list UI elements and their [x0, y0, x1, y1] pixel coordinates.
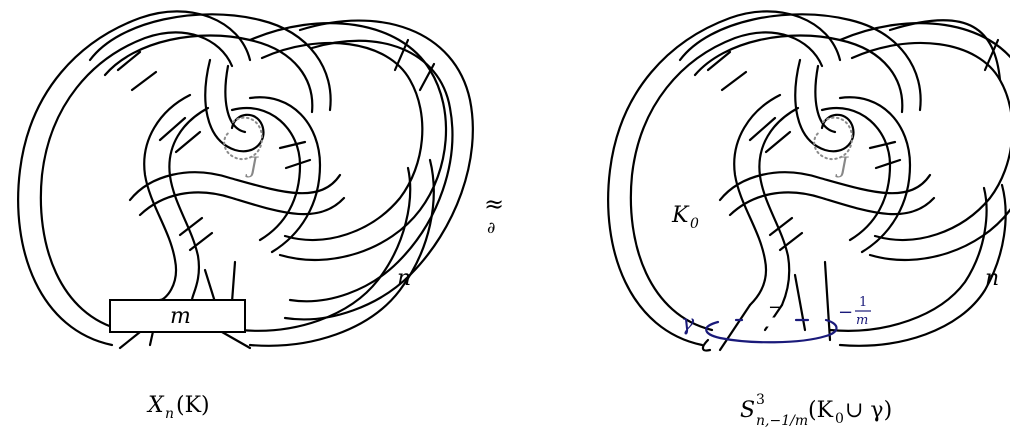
right-right-band-2: [850, 41, 1010, 242]
left-box-label: m: [170, 304, 191, 329]
left-lower-sweep-1: [248, 158, 435, 347]
left-clasp-4: [168, 106, 210, 302]
left-j-label: J: [245, 154, 259, 179]
right-caption-arg: (K: [808, 398, 834, 423]
left-caption-arg: (K): [176, 393, 210, 418]
right-crossing-tick: [983, 38, 1000, 72]
right-knot-diagram: [607, 10, 1010, 352]
left-mid-strand-2: [138, 191, 346, 217]
left-outer-strand-1: [17, 10, 252, 347]
left-box-strand-3: [203, 268, 217, 304]
relation-subscript: ∂: [487, 218, 495, 237]
right-caption-arg-sub: 0: [835, 411, 844, 427]
left-crossing-tick: [284, 158, 312, 170]
right-gamma-strand-4: [823, 260, 832, 342]
left-right-band-3: [283, 19, 474, 321]
left-top-loop-1: [88, 13, 332, 112]
left-right-band-4: [288, 39, 454, 303]
left-mid-strand-1: [128, 171, 342, 202]
right-outer-strand-2: [629, 31, 824, 332]
right-lower-sweep-1: [838, 183, 1007, 347]
gamma-framing-denominator: m: [856, 313, 868, 328]
right-caption-sup: 3: [756, 392, 765, 408]
right-crossing-tick: [768, 216, 794, 237]
left-right-band-2: [260, 41, 424, 242]
gamma-label: γ: [681, 311, 695, 336]
left-box-strand-4: [230, 260, 237, 304]
right-caption-sub: n,−1/m: [756, 413, 808, 429]
right-mid-strand-2: [728, 191, 936, 217]
right-clasp-2: [814, 64, 837, 134]
relation-symbol: ≈: [484, 190, 504, 218]
left-outer-strand-2: [39, 31, 234, 332]
right-box-minus: −: [768, 297, 783, 318]
right-gamma-strand-5: [701, 338, 712, 352]
right-right-band-1: [838, 22, 1010, 262]
left-framing-label: n: [397, 266, 411, 291]
left-box-strand-5: [118, 330, 142, 350]
right-crossing-tick: [874, 158, 902, 170]
left-caption-sub: n: [165, 406, 174, 422]
right-caption-arg-rest: ∪ γ): [845, 398, 892, 423]
left-twist-box: [109, 299, 246, 333]
right-j-curve: [813, 116, 854, 161]
left-mid-strand-4: [248, 96, 322, 254]
right-clasp-1: [794, 58, 855, 153]
right-crossing-tick: [720, 70, 748, 92]
right-gamma-strand-1: [718, 303, 752, 352]
left-crossing-tick: [418, 62, 436, 92]
left-box-strand-6: [220, 330, 252, 350]
left-crossing-tick: [174, 130, 202, 154]
right-knot-label: K: [671, 203, 690, 228]
right-mid-strand-4: [838, 96, 912, 254]
right-outer-strand-1: [607, 10, 842, 347]
right-j-label: J: [835, 154, 849, 179]
right-crossing-tick: [748, 116, 777, 142]
right-crossing-tick: [778, 231, 804, 252]
left-clasp-2: [224, 64, 247, 134]
left-crossing-tick: [393, 38, 410, 72]
left-crossing-tick: [188, 231, 214, 252]
left-crossing-tick: [158, 116, 187, 142]
right-caption: S 3 n,−1/m (K 0 ∪ γ): [740, 392, 892, 429]
gamma-framing-numerator: 1: [859, 295, 867, 310]
right-lower-sweep-2: [828, 186, 988, 332]
right-caption-main: S: [740, 398, 755, 423]
right-mid-strand-3: [820, 107, 892, 242]
left-lower-sweep-2: [238, 166, 412, 332]
right-knot-label-sub: 0: [690, 216, 699, 232]
left-caption-main: X: [146, 393, 165, 418]
left-right-band-1: [248, 22, 448, 262]
left-crossing-tick: [116, 50, 142, 72]
right-mid-strand-1: [718, 171, 932, 202]
left-crossing-tick: [130, 70, 158, 92]
right-top-loop-1: [678, 13, 922, 112]
right-gamma-strand-3: [793, 273, 807, 332]
gamma-framing-sign: −: [838, 302, 853, 323]
left-j-curve: [223, 116, 264, 161]
left-knot-diagram: [17, 10, 474, 350]
gamma-unknot-front: [705, 318, 838, 344]
left-clasp-1: [204, 58, 265, 153]
right-right-band-3: [888, 19, 1002, 82]
left-mid-strand-3: [230, 107, 302, 242]
right-crossing-tick: [868, 140, 897, 150]
left-crossing-tick: [178, 216, 204, 237]
left-caption: X n (K): [146, 393, 210, 422]
right-crossing-tick: [764, 130, 792, 154]
left-crossing-tick: [278, 140, 307, 150]
right-clasp-4: [758, 106, 800, 307]
right-framing-label: n: [985, 266, 999, 291]
diffeomorphism-symbol: ≈ ∂: [484, 190, 504, 237]
right-crossing-tick: [706, 50, 732, 72]
gamma-framing: − 1 m: [838, 295, 871, 328]
